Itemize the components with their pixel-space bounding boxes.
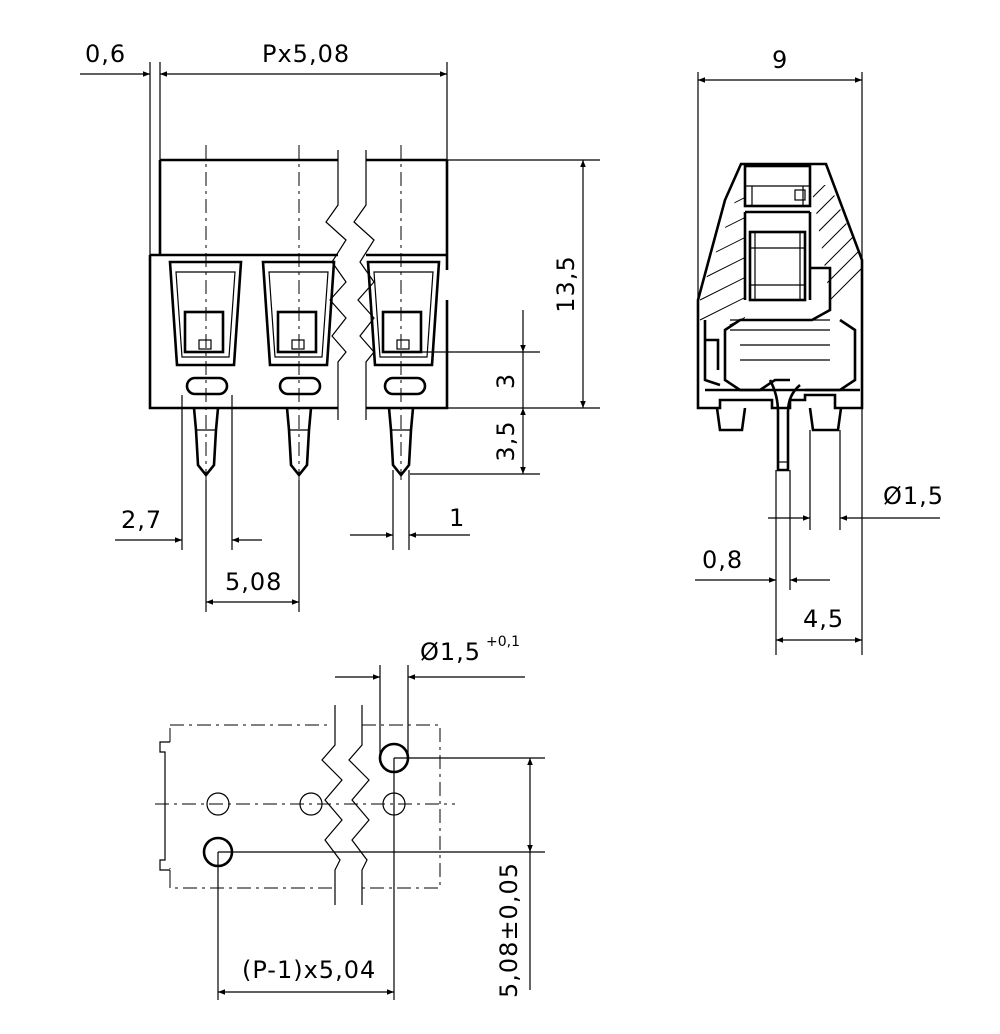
dim-depth-4-5: 4,5 (803, 605, 844, 633)
dim-pin-1: 1 (449, 504, 465, 532)
pcb-holes (202, 742, 410, 868)
dim-0-6: 0,6 (85, 40, 126, 68)
dim-row-spacing: 5,08±0,05 (495, 862, 523, 998)
dim-row-pitch: (P-1)x5,04 (242, 956, 376, 984)
dim-3: 3 (492, 373, 520, 389)
dim-5-08: 5,08 (225, 568, 282, 596)
pcb-layout: Ø1,5 +0,1 (P-1)x5,04 5,08±0,05 (155, 634, 545, 1000)
side-view: 9 Ø1,5 0,8 4,5 (695, 46, 944, 655)
dim-width-9: 9 (772, 46, 788, 74)
dim-2-7: 2,7 (121, 506, 162, 534)
dim-13-5: 13,5 (552, 255, 580, 312)
dim-hole-tolerance: +0,1 (486, 634, 520, 650)
front-view: 0,6 Px5,08 13,5 3 3,5 2,7 5,08 1 (80, 40, 600, 612)
pins (192, 407, 415, 478)
terminal-openings (168, 260, 441, 367)
dim-3-5: 3,5 (492, 420, 520, 461)
dim-dia-1-5: Ø1,5 (883, 482, 944, 510)
dim-hole-dia: Ø1,5 (420, 638, 481, 666)
dim-pitch-total: Px5,08 (262, 40, 350, 68)
dim-pin-0-8: 0,8 (702, 546, 743, 574)
